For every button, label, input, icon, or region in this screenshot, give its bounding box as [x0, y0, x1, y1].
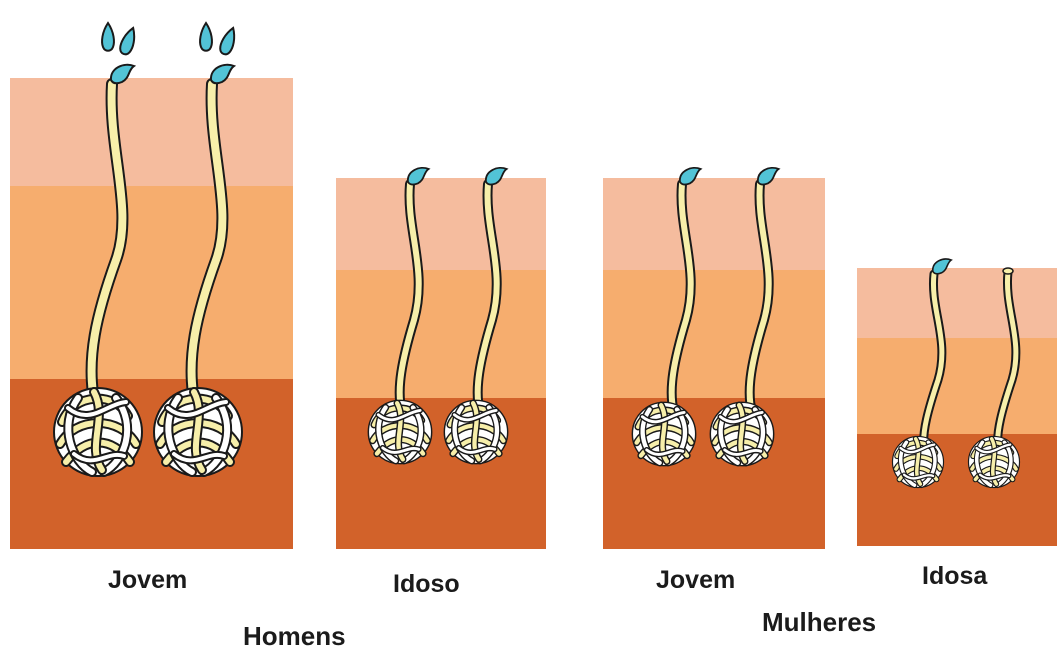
- label-homem-jovem: Jovem: [108, 566, 187, 595]
- hypodermis-layer: [336, 398, 546, 549]
- epidermis-layer: [857, 268, 1057, 338]
- epidermis-layer: [603, 178, 825, 270]
- label-homem-idoso: Idoso: [393, 570, 460, 599]
- dermis-layer: [603, 270, 825, 398]
- hypodermis-layer: [10, 379, 293, 549]
- skin-panel-mulher-idosa: [857, 259, 1057, 546]
- group-label-homens: Homens: [243, 621, 346, 652]
- label-mulher-idosa: Idosa: [922, 562, 987, 591]
- hypodermis-layer: [857, 434, 1057, 546]
- skin-panel-homem-jovem: [10, 23, 293, 549]
- skin-panel-homem-idoso: [336, 168, 546, 549]
- group-label-mulheres: Mulheres: [762, 607, 876, 638]
- dermis-layer: [336, 270, 546, 398]
- epidermis-layer: [10, 78, 293, 186]
- dermis-layer: [10, 186, 293, 379]
- epidermis-layer: [336, 178, 546, 270]
- label-mulher-jovem: Jovem: [656, 566, 735, 595]
- skin-panel-mulher-jovem: [603, 168, 825, 549]
- dermis-layer: [857, 338, 1057, 434]
